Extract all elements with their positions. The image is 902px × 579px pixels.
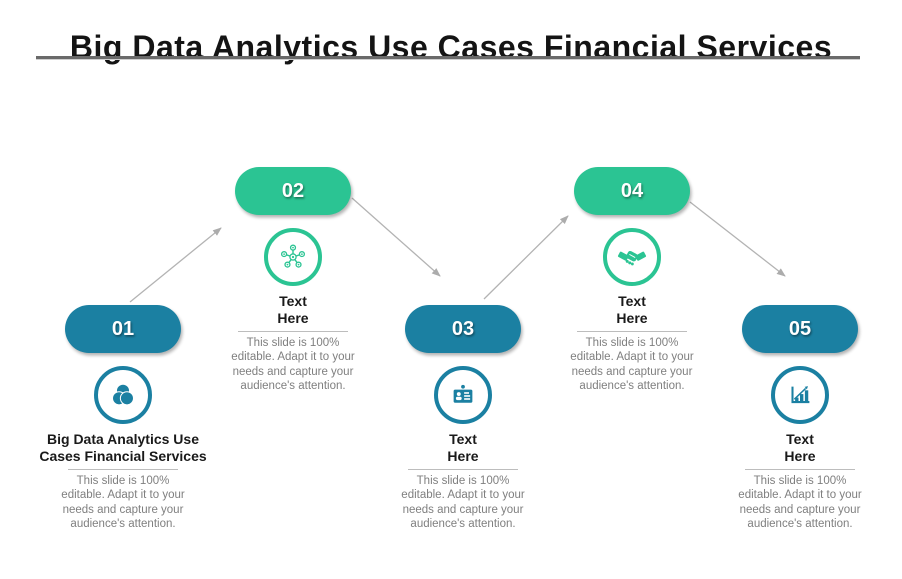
icon-ring: [264, 228, 322, 286]
step-04-pill: 04: [574, 167, 690, 215]
label-divider: [408, 469, 518, 471]
step-description: This slide is 100% editable. Adapt it to…: [738, 475, 862, 530]
step-number: 04: [620, 179, 644, 202]
icon-ring: [434, 366, 492, 424]
step-number: 01: [111, 317, 135, 340]
step-description: This slide is 100% editable. Adapt it to…: [401, 475, 525, 530]
step-02-pill: 02: [235, 167, 351, 215]
step-description: This slide is 100% editable. Adapt it to…: [61, 475, 185, 530]
id-badge-icon: [453, 384, 473, 403]
icon-ring: [771, 366, 829, 424]
venn-diagram-icon: [111, 383, 135, 406]
label-divider: [745, 469, 855, 471]
handshake-icon: [617, 250, 647, 266]
step-01-pill: 01: [65, 305, 181, 353]
step-label: Text Here: [277, 293, 309, 326]
step-description: This slide is 100% editable. Adapt it to…: [231, 337, 355, 392]
title-underline: [36, 56, 860, 60]
label-divider: [238, 331, 348, 333]
label-divider: [68, 469, 178, 471]
bar-chart-icon: [791, 386, 810, 404]
step-label: Big Data Analytics Use Cases Financial S…: [39, 431, 207, 464]
step-05: 05 Text Here This slide is 100% editable…: [712, 305, 888, 531]
step-number: 02: [281, 179, 305, 202]
step-05-pill: 05: [742, 305, 858, 353]
label-divider: [577, 331, 687, 333]
step-03-pill: 03: [405, 305, 521, 353]
step-label: Text Here: [616, 293, 648, 326]
step-description: This slide is 100% editable. Adapt it to…: [570, 337, 694, 392]
step-label: Text Here: [447, 431, 479, 464]
step-01: 01 Big Data Analytics Use Cases Financia…: [35, 305, 211, 531]
step-04: 04 Text Here This slide is 100% editable…: [544, 167, 720, 393]
step-02: 02: [205, 167, 381, 393]
step-03: 03 Text Here This slide is 100% editable…: [375, 305, 551, 531]
step-number: 03: [451, 317, 475, 340]
step-label: Text Here: [784, 431, 816, 464]
network-icon: [281, 244, 305, 268]
step-number: 05: [788, 317, 812, 340]
icon-ring: [94, 366, 152, 424]
icon-ring: [603, 228, 661, 286]
page-title: Big Data Analytics Use Cases Financial S…: [69, 29, 833, 66]
